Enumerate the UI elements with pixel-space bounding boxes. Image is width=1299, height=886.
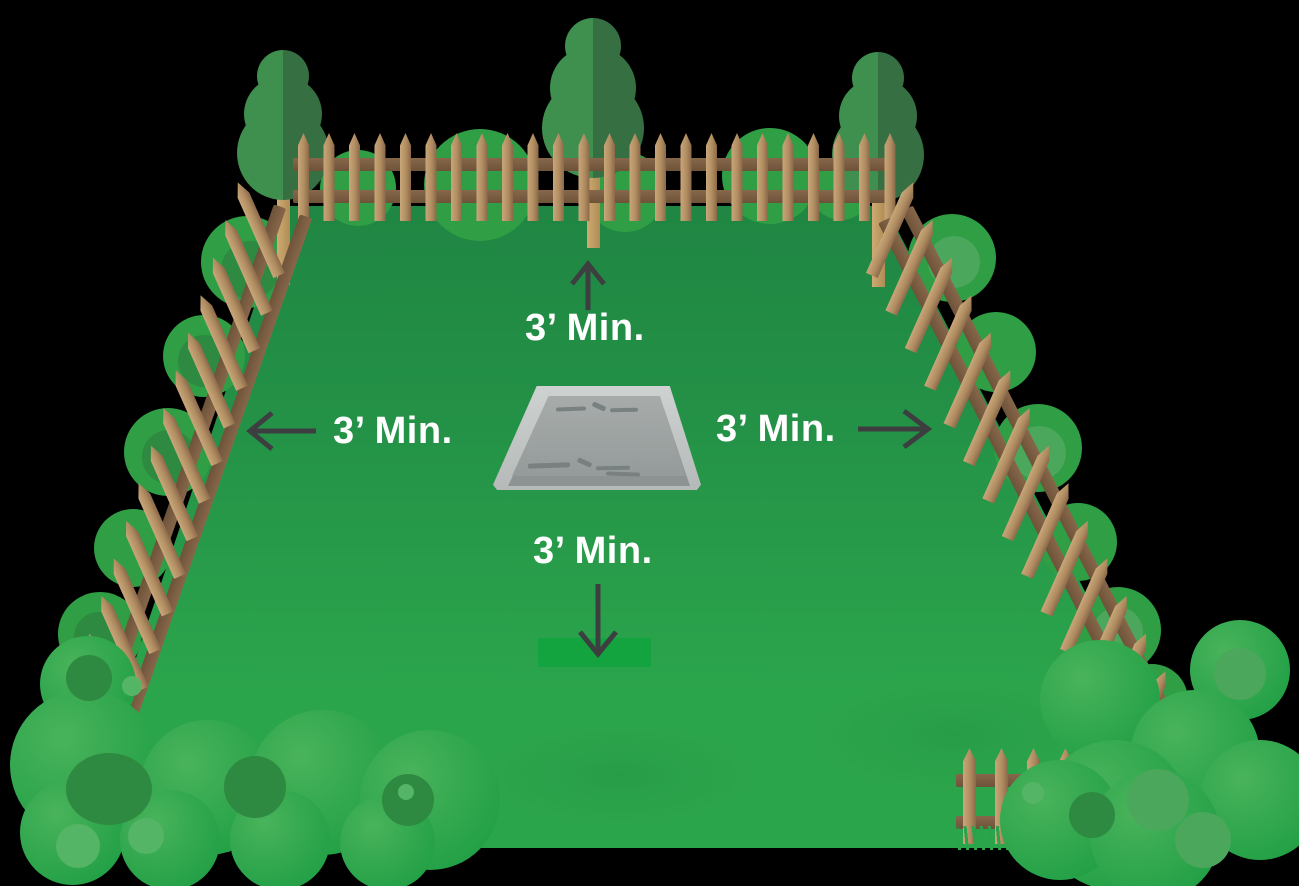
fence-picket: [400, 133, 411, 221]
fence-picket: [502, 133, 513, 221]
fence-picket: [859, 133, 870, 221]
tree-foliage: [565, 18, 621, 74]
bush: [224, 756, 286, 818]
fence-picket: [629, 133, 641, 221]
fence-picket: [451, 133, 462, 221]
bush: [382, 774, 434, 826]
fence-picket: [655, 133, 666, 221]
clearance-label-top: 3’ Min.: [525, 307, 645, 349]
fence-picket: [680, 133, 692, 221]
bush: [1022, 782, 1044, 804]
tree-foliage: [852, 52, 904, 104]
fence-picket: [604, 133, 615, 221]
fence-picket: [553, 133, 564, 221]
pad-crack: [595, 465, 631, 471]
clearance-label-bottom: 3’ Min.: [533, 530, 653, 572]
fence-picket: [349, 133, 360, 221]
arrow-up-icon: [566, 258, 610, 317]
fence-picket: [963, 748, 976, 844]
bush: [1214, 648, 1266, 700]
fence-picket: [757, 133, 768, 221]
fence-picket: [731, 133, 743, 221]
fence-picket: [808, 133, 819, 221]
tree: [237, 50, 329, 290]
fence-picket: [374, 133, 386, 221]
bush: [122, 676, 142, 696]
fence-picket: [298, 133, 309, 221]
fence-picket: [578, 133, 590, 221]
tree-foliage: [257, 50, 309, 102]
arrow-right-icon: [856, 406, 933, 457]
arrow-down-icon: [576, 582, 620, 663]
arrow-left-icon: [246, 408, 318, 459]
fence-picket: [833, 133, 845, 221]
fence-picket: [782, 133, 794, 221]
fence-picket: [527, 133, 539, 221]
clearance-label-left: 3’ Min.: [333, 410, 453, 452]
bush: [56, 824, 100, 868]
fence-picket: [884, 133, 896, 221]
pad-crack: [609, 407, 639, 413]
clearance-label-right: 3’ Min.: [716, 408, 836, 450]
bush: [398, 784, 414, 800]
bush: [66, 655, 112, 701]
fence-picket: [476, 133, 488, 221]
bush: [1127, 769, 1189, 831]
bush: [1175, 812, 1231, 868]
fence-picket: [425, 133, 437, 221]
fence-picket: [706, 133, 717, 221]
bush: [128, 818, 164, 854]
bush: [1069, 792, 1115, 838]
bush: [66, 753, 152, 825]
fence-picket: [323, 133, 335, 221]
